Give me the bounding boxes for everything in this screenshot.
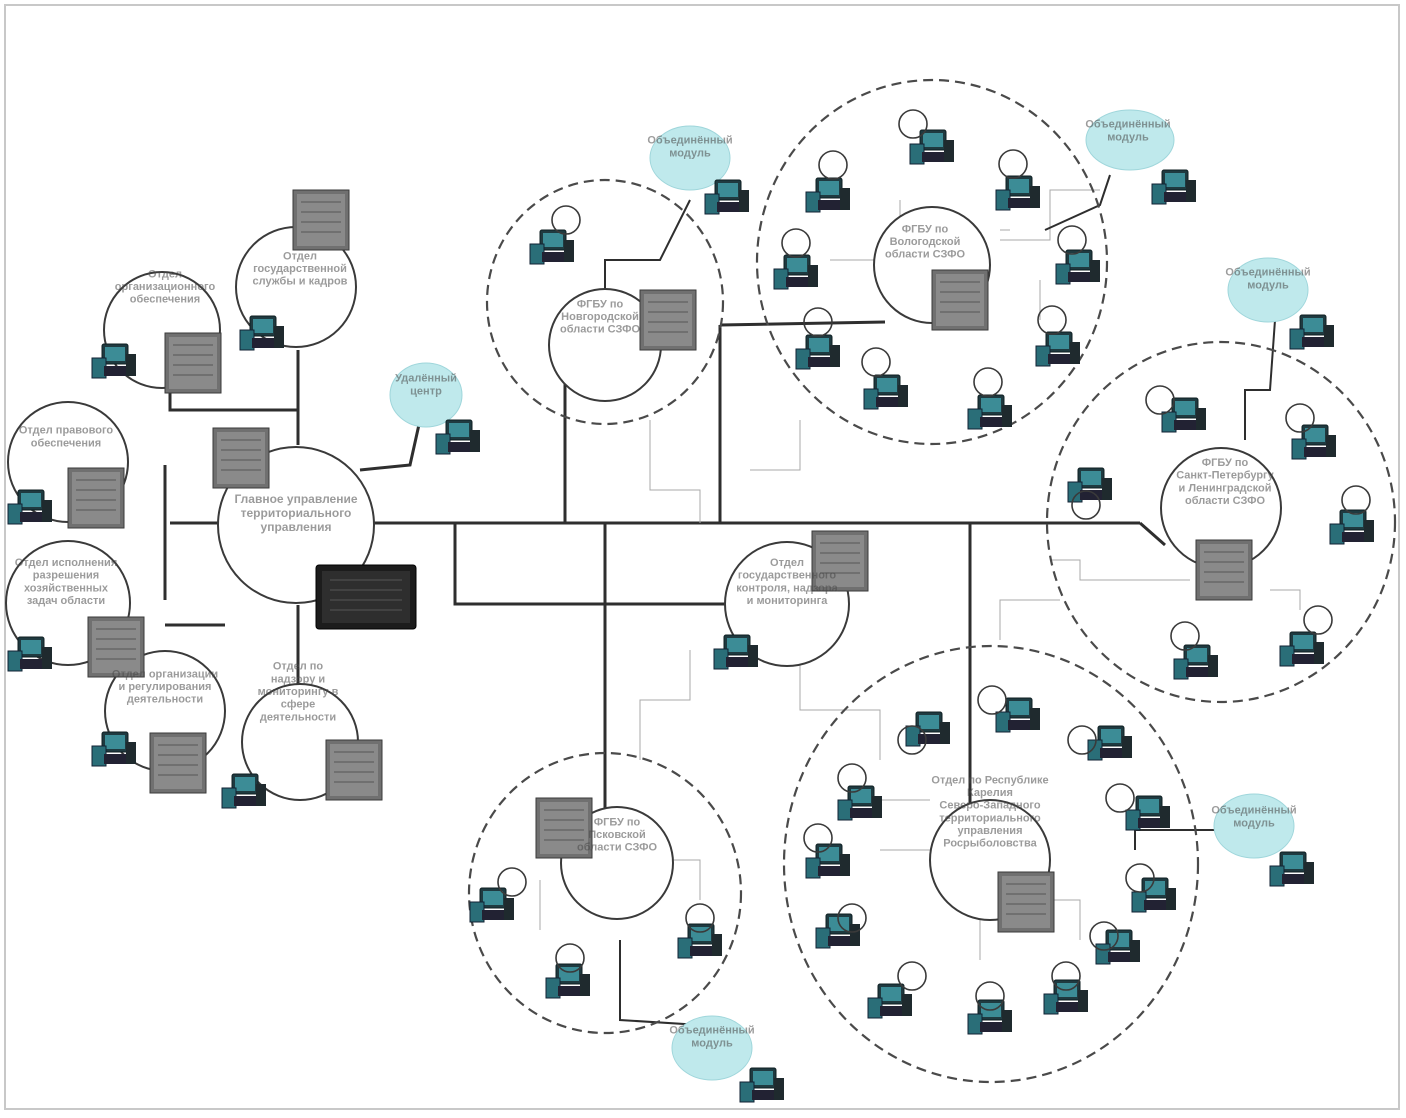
rack-icon	[212, 427, 270, 489]
ring-icon	[1303, 605, 1333, 635]
workstations	[7, 129, 1375, 1103]
workstation-icon	[739, 1067, 785, 1103]
workstation-icon	[1035, 331, 1081, 367]
ring-icon	[861, 347, 891, 377]
workstation-icon	[967, 394, 1013, 430]
workstation-icon	[795, 334, 841, 370]
workstation-icon	[805, 177, 851, 213]
zones	[467, 78, 1397, 1084]
rack-icon	[639, 289, 697, 351]
rack-icon	[149, 732, 207, 794]
workstation-icon	[1269, 851, 1315, 887]
ring-icon	[1285, 403, 1315, 433]
ring-icon	[1145, 385, 1175, 415]
ring-icon	[973, 367, 1003, 397]
workstation-icon	[529, 229, 575, 265]
ring-icon	[781, 228, 811, 258]
ring-icon	[818, 150, 848, 180]
rack-icon	[931, 269, 989, 331]
cloud-remote-2	[649, 125, 731, 191]
zone-filial-e	[782, 644, 1200, 1084]
zone-filial-d	[467, 751, 743, 1035]
ring-icon	[998, 149, 1028, 179]
clouds	[389, 109, 1309, 1081]
workstation-icon	[905, 711, 951, 747]
workstation-icon	[1125, 795, 1171, 831]
workstation-icon	[995, 697, 1041, 733]
ring-icon	[897, 961, 927, 991]
ring-icon	[977, 685, 1007, 715]
rack-icon	[164, 332, 222, 394]
ring-icon	[1037, 305, 1067, 335]
rack-icon	[325, 739, 383, 801]
rack-icon	[292, 189, 350, 251]
workstation-icon	[1043, 979, 1089, 1015]
workstation-icon	[1151, 169, 1197, 205]
workstation-icon	[995, 175, 1041, 211]
rack-icon	[997, 871, 1055, 933]
workstation-icon	[1291, 424, 1337, 460]
ring-icon	[898, 109, 928, 139]
mainframe-server-icon	[315, 564, 417, 630]
rack-icon	[1195, 539, 1253, 601]
workstation-icon	[545, 963, 591, 999]
workstation-icon	[1055, 249, 1101, 285]
zone-filial-c	[1045, 340, 1397, 704]
workstation-icon	[1329, 509, 1375, 545]
workstation-icon	[677, 923, 723, 959]
workstation-icon	[805, 843, 851, 879]
workstation-icon	[1087, 725, 1133, 761]
cloud-remote-6	[671, 1015, 753, 1081]
workstation-icon	[773, 254, 819, 290]
rack-icon	[67, 467, 125, 529]
workstation-icon	[1161, 397, 1207, 433]
workstation-icon	[469, 887, 515, 923]
ring-icon	[497, 867, 527, 897]
cloud-remote-5	[1213, 793, 1295, 859]
workstation-icon	[1279, 631, 1325, 667]
cloud-remote-1	[389, 362, 463, 428]
workstation-icon	[435, 419, 481, 455]
workstation-icon	[1289, 314, 1335, 350]
cloud-remote-3	[1085, 109, 1175, 171]
workstation-icon	[837, 785, 883, 821]
workstation-icon	[1131, 877, 1177, 913]
zone-filial-b	[755, 78, 1109, 446]
workstation-icon	[967, 999, 1013, 1035]
ring-icon	[1105, 783, 1135, 813]
workstation-icon	[909, 129, 955, 165]
server-racks	[67, 189, 1253, 933]
ring-icon	[551, 205, 581, 235]
zone-filial-a	[485, 178, 725, 426]
cloud-remote-4	[1227, 257, 1309, 323]
workstation-icon	[863, 374, 909, 410]
